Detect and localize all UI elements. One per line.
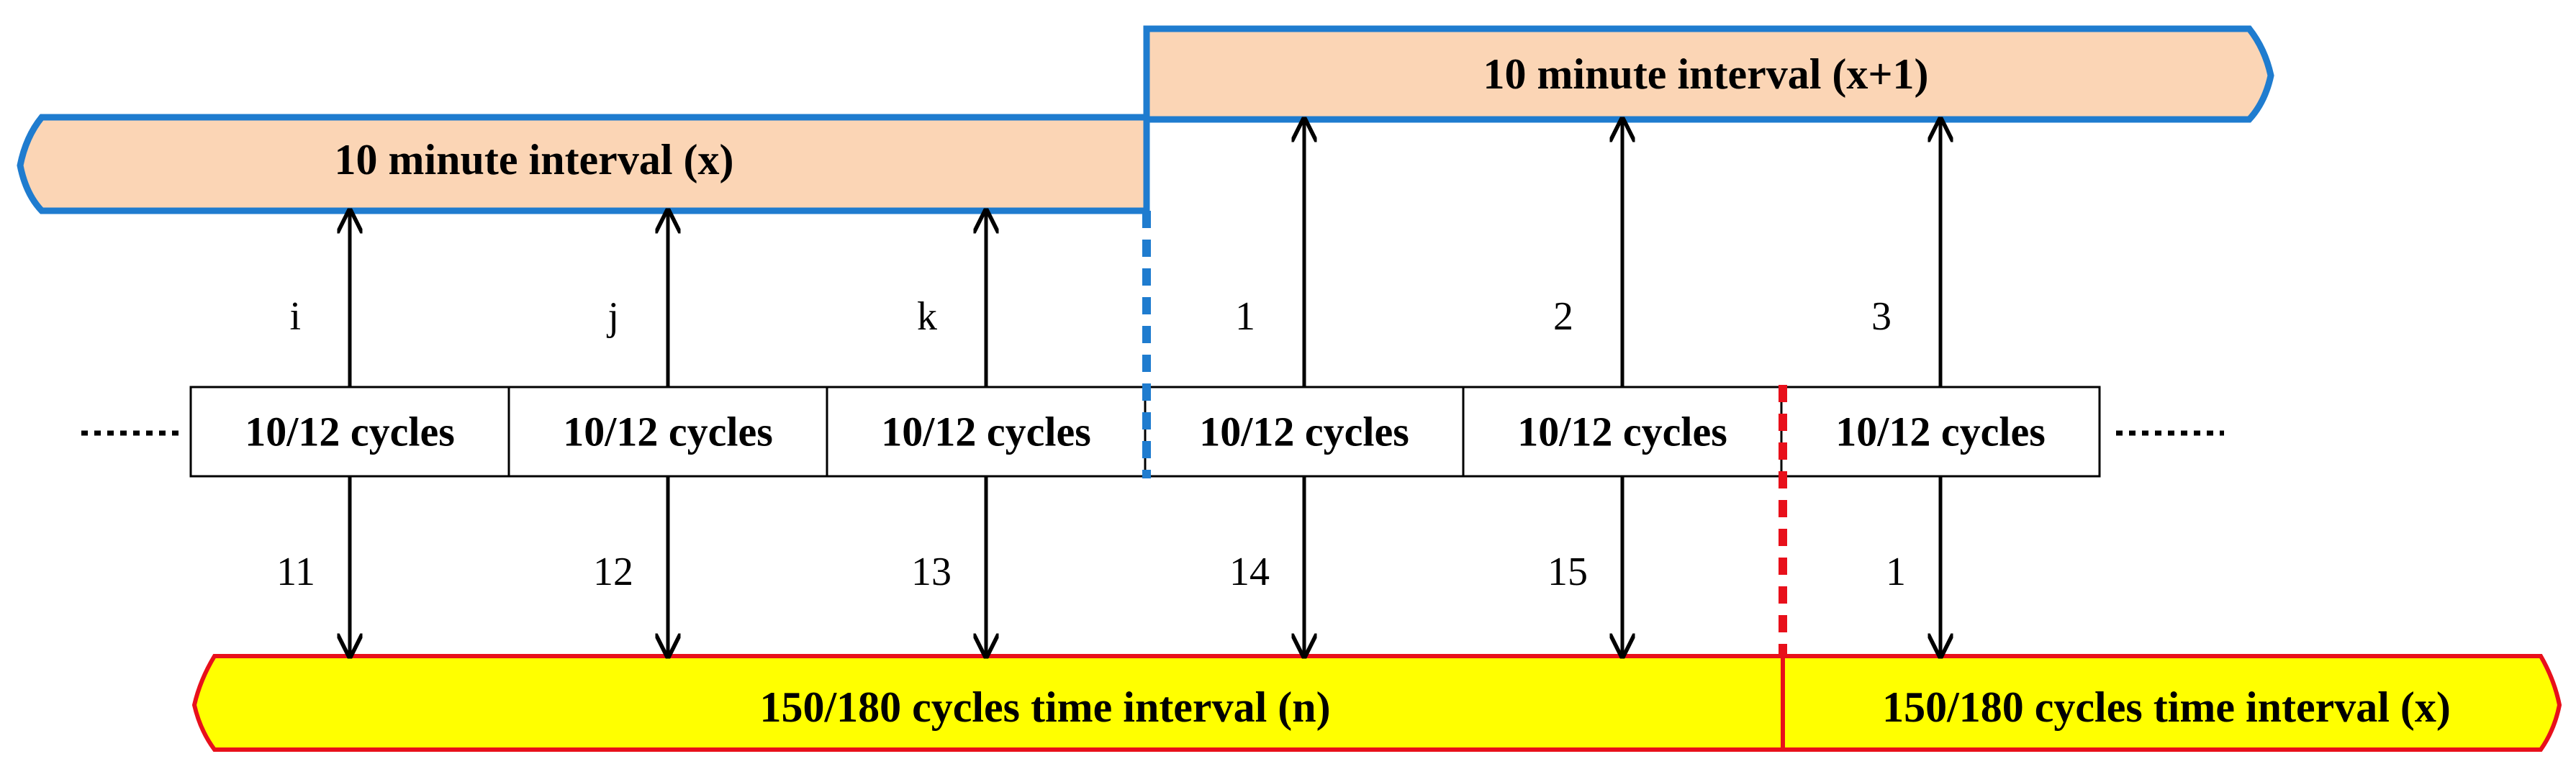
bottom-index-label: 1 [1886,550,1906,594]
ten-minute-interval-x-label: 10 minute interval (x) [335,136,734,183]
cycle-block-group: 10/12 cycles 2 15 [1462,119,1783,656]
cycles-interval-n-label: 150/180 cycles time interval (n) [759,683,1330,731]
cycles-interval-x-label: 150/180 cycles time interval (x) [1882,683,2451,731]
cycle-block-group: 10/12 cycles 1 14 [1144,119,1465,656]
bottom-index-label: 12 [593,550,633,594]
top-index-label: i [289,294,301,339]
cycles-interval-n: 150/180 cycles time interval (n) [191,654,1785,752]
bottom-index-label: 14 [1229,550,1270,594]
cycle-block-group: 10/12 cycles j 12 [507,211,828,656]
top-index-label: 2 [1553,294,1573,339]
cycle-block [826,386,1147,478]
bottom-index-label: 13 [911,550,952,594]
cycle-block-label: 10/12 cycles [1517,409,1727,455]
ten-minute-interval-x-plus-1-shape [1143,25,2274,123]
cycles-interval-x-shape [1781,654,2562,752]
cycle-block-group: 10/12 cycles 3 1 [1780,119,2101,656]
cycle-block-label: 10/12 cycles [881,409,1091,455]
top-index-label: 3 [1871,294,1892,339]
cycle-block-group: 10/12 cycles i 11 [189,211,510,656]
top-index-label: k [917,294,937,339]
cycle-block-label: 10/12 cycles [245,409,455,455]
cycle-block-label: 10/12 cycles [1199,409,1409,455]
top-index-label: j [606,294,619,339]
cycle-block [1144,386,1465,478]
cycle-block-label: 10/12 cycles [1835,409,2046,455]
cycles-interval-x: 150/180 cycles time interval (x) [1781,654,2562,752]
cycle-block [1780,386,2101,478]
ten-minute-interval-x: 10 minute interval (x) [17,114,1150,214]
cycles-interval-n-shape [191,654,1785,752]
cycle-block-label: 10/12 cycles [563,409,773,455]
ten-minute-interval-x-shape [17,114,1150,214]
cycle-block [189,386,510,478]
cycle-block-group: 10/12 cycles k 13 [826,211,1147,656]
top-index-label: 1 [1235,294,1255,339]
bottom-index-label: 11 [276,550,315,594]
cycle-block [507,386,828,478]
ten-minute-interval-x-plus-1-label: 10 minute interval (x+1) [1483,50,1928,98]
bottom-index-label: 15 [1547,550,1588,594]
ten-minute-interval-x-plus-1: 10 minute interval (x+1) [1143,25,2274,123]
